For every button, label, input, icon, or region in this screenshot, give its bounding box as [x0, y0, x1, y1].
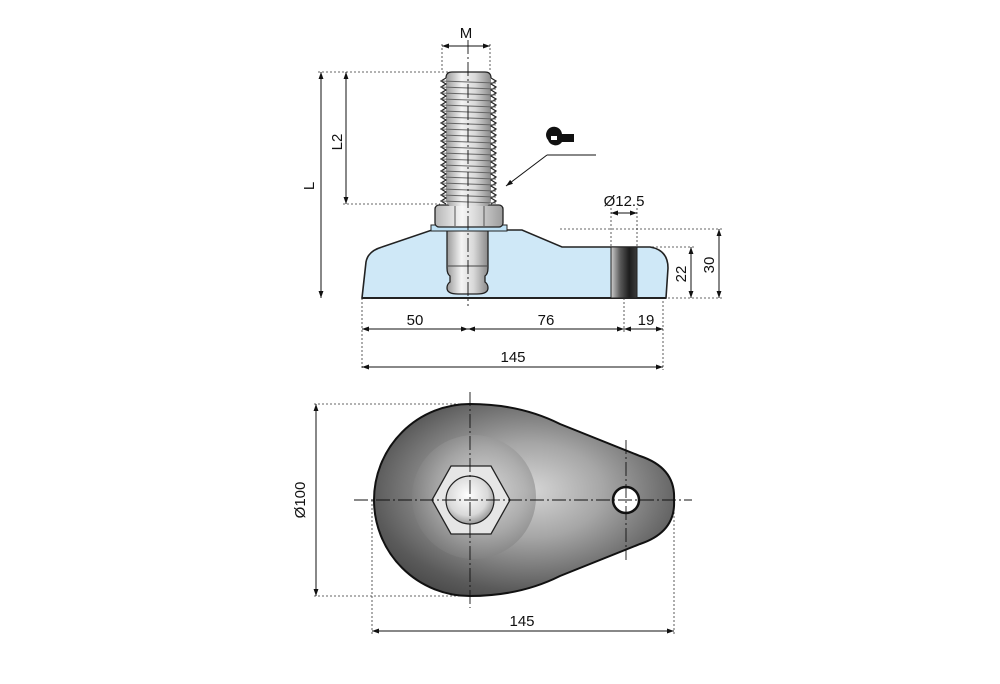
hex-nut [434, 204, 504, 228]
dim-total-length-label: L [301, 182, 318, 190]
thread-crest [440, 80, 497, 84]
fixing-hole-section [610, 246, 638, 299]
dim-length-top-label: 145 [509, 613, 534, 630]
thread-crest [440, 176, 497, 180]
threaded-stud [439, 71, 498, 206]
thread-crest [440, 158, 497, 162]
wrench-icon [546, 126, 574, 146]
thread-crest [440, 188, 497, 192]
base-body [361, 229, 669, 299]
thread-crest [440, 146, 497, 150]
side-view: M L2 L Ø12.5 22 30 50 76 19 [301, 25, 722, 370]
thread-crest [440, 104, 497, 108]
thread-crest [440, 98, 497, 102]
thread-crest [440, 86, 497, 90]
thread-crest [440, 194, 497, 198]
top-view: Ø100 145 [292, 392, 692, 634]
dim-50-label: 50 [407, 312, 424, 329]
dim-height-outer-label: 30 [701, 257, 718, 274]
thread-crest [440, 140, 497, 144]
thread-crest [440, 182, 497, 186]
thread-crest [440, 164, 497, 168]
thread-crest [440, 152, 497, 156]
thread-crest [440, 170, 497, 174]
dim-diameter-top-label: Ø100 [292, 482, 309, 519]
dim-19-label: 19 [638, 312, 655, 329]
thread-crest [440, 110, 497, 114]
dim-hole-diameter-label: Ø12.5 [604, 193, 645, 210]
thread-crest [440, 92, 497, 96]
thread-crest [440, 116, 497, 120]
thread-crest [440, 128, 497, 132]
dim-thread-length-label: L2 [329, 134, 346, 151]
dim-thread-label: M [460, 25, 473, 42]
thread-crest [440, 122, 497, 126]
dim-height-inner-label: 22 [673, 266, 690, 283]
dim-76-label: 76 [538, 312, 555, 329]
thread-crest [440, 134, 497, 138]
thread-crest [440, 200, 497, 204]
dim-length-side-label: 145 [500, 349, 525, 366]
wrench-arrow [505, 154, 548, 187]
